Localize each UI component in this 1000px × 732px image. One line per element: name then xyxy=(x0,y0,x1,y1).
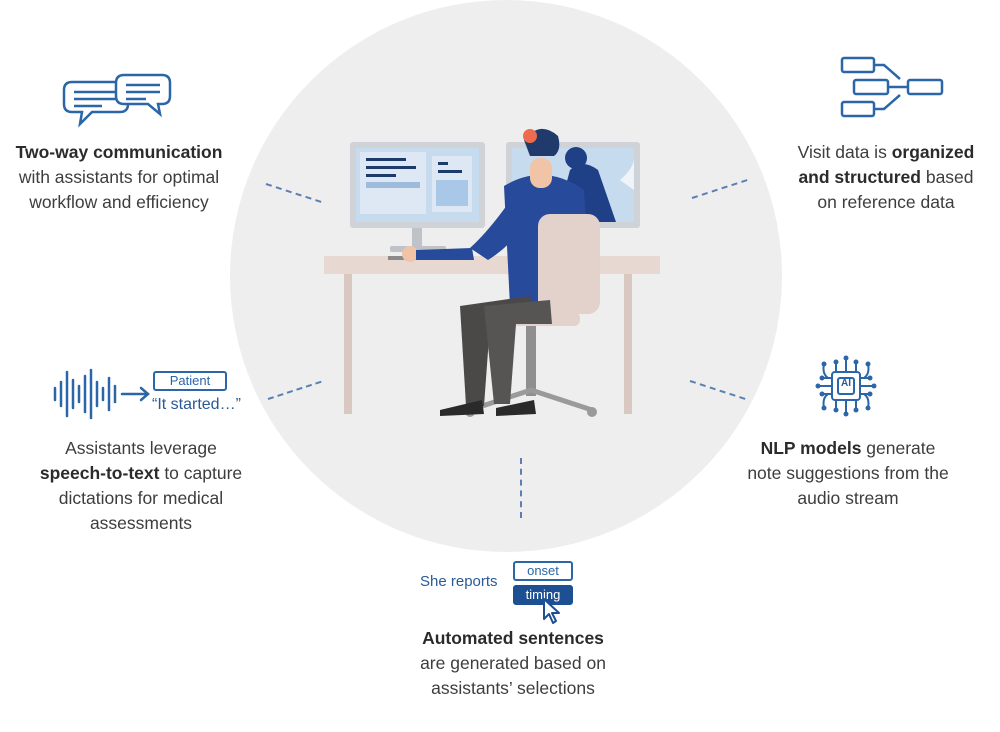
workstation-illustration xyxy=(324,128,660,417)
caption-nlp-line2: note suggestions from the xyxy=(747,463,949,483)
caption-automated-line3: assistants’ selections xyxy=(431,678,595,698)
background-circle xyxy=(230,0,782,552)
caption-visit-line1-pre: Visit data is xyxy=(797,142,892,162)
sentence-prefix: She reports xyxy=(420,573,498,590)
caption-visit-data: Visit data is organized and structured b… xyxy=(776,140,996,215)
caption-communication-line2: with assistants for optimal xyxy=(18,167,220,187)
ai-chip-label: AI xyxy=(841,378,851,389)
caption-speech-line1: Assistants leverage xyxy=(65,438,217,458)
caption-speech-line2-bold: speech-to-text xyxy=(39,463,160,483)
caption-communication-line3: workflow and efficiency xyxy=(29,192,209,212)
connector-automated xyxy=(520,458,522,518)
soundwave-icon xyxy=(53,368,150,420)
caption-nlp-line1-post: generate xyxy=(861,438,936,458)
caption-communication-bold: Two-way communication xyxy=(15,142,223,162)
caption-visit-line2-bold: and structured xyxy=(798,167,921,187)
dictation-quote: “It started…” xyxy=(152,396,241,413)
caption-visit-line3: on reference data xyxy=(817,192,955,212)
caption-speech-line4: assessments xyxy=(89,513,193,533)
caption-automated-line2: are generated based on xyxy=(420,653,606,673)
caption-speech-line3: dictations for medical xyxy=(58,488,224,508)
flow-diagram-icon xyxy=(840,56,944,118)
caption-visit-line2-post: based xyxy=(920,167,974,187)
chat-bubbles-icon xyxy=(62,73,172,128)
caption-visit-line1-bold: organized xyxy=(891,142,975,162)
caption-communication: Two-way communication with assistants fo… xyxy=(0,140,238,215)
ai-chip-icon xyxy=(815,355,877,417)
caption-automated-bold: Automated sentences xyxy=(422,628,604,648)
patient-tag: Patient xyxy=(153,371,227,391)
caption-nlp: NLP models generate note suggestions fro… xyxy=(728,436,968,511)
caption-nlp-line1-bold: NLP models xyxy=(760,438,862,458)
caption-speech-line2-post: to capture xyxy=(159,463,243,483)
caption-automated: Automated sentences are generated based … xyxy=(388,626,638,701)
caption-nlp-line3: audio stream xyxy=(797,488,899,508)
cursor-icon xyxy=(543,598,560,624)
caption-speech: Assistants leverage speech-to-text to ca… xyxy=(16,436,266,536)
option-onset[interactable]: onset xyxy=(513,561,573,581)
